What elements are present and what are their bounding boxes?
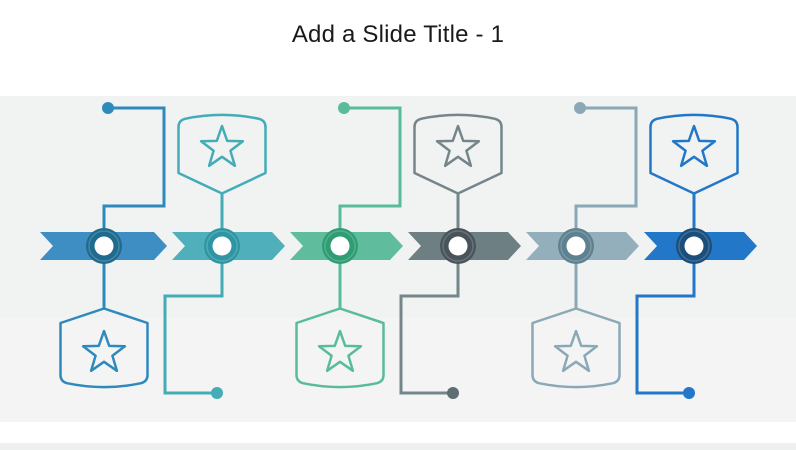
background-band-footer [0,443,796,450]
star-badge-1[interactable] [59,307,149,389]
milestone-circle-highlight-5 [560,230,592,262]
elbow-connector-1 [102,106,166,246]
milestone-circle-highlight-3 [324,230,356,262]
milestone-circle-core-1 [94,236,114,256]
endpoint-dot-5[interactable] [574,102,586,114]
milestone-circle-highlight-6 [678,230,710,262]
star-badge-3[interactable] [295,307,385,389]
star-icon [199,124,245,168]
star-icon [81,329,127,373]
star-icon [435,124,481,168]
star-badge-2[interactable] [177,113,267,195]
elbow-connector-5 [574,106,638,246]
star-badge-4[interactable] [413,113,503,195]
star-badge-5[interactable] [531,307,621,389]
milestone-circle-highlight-2 [206,230,238,262]
slide-title[interactable]: Add a Slide Title - 1 [291,21,505,48]
endpoint-dot-2[interactable] [211,387,223,399]
star-icon [317,329,363,373]
milestone-circle-core-4 [448,236,468,256]
endpoint-dot-6[interactable] [683,387,695,399]
milestone-circle-core-2 [212,236,232,256]
star-icon [671,124,717,168]
star-icon [553,329,599,373]
endpoint-dot-3[interactable] [338,102,350,114]
milestone-circle-core-5 [566,236,586,256]
elbow-connector-3 [338,106,402,246]
milestone-circle-highlight-1 [88,230,120,262]
milestone-circle-core-3 [330,236,350,256]
elbow-connector-6 [635,246,696,395]
elbow-connector-4 [399,246,460,395]
background-band-lower [0,318,796,422]
elbow-connector-2 [163,246,224,395]
star-badge-6[interactable] [649,113,739,195]
endpoint-dot-1[interactable] [102,102,114,114]
milestone-circle-core-6 [684,236,704,256]
endpoint-dot-4[interactable] [447,387,459,399]
milestone-circle-highlight-4 [442,230,474,262]
